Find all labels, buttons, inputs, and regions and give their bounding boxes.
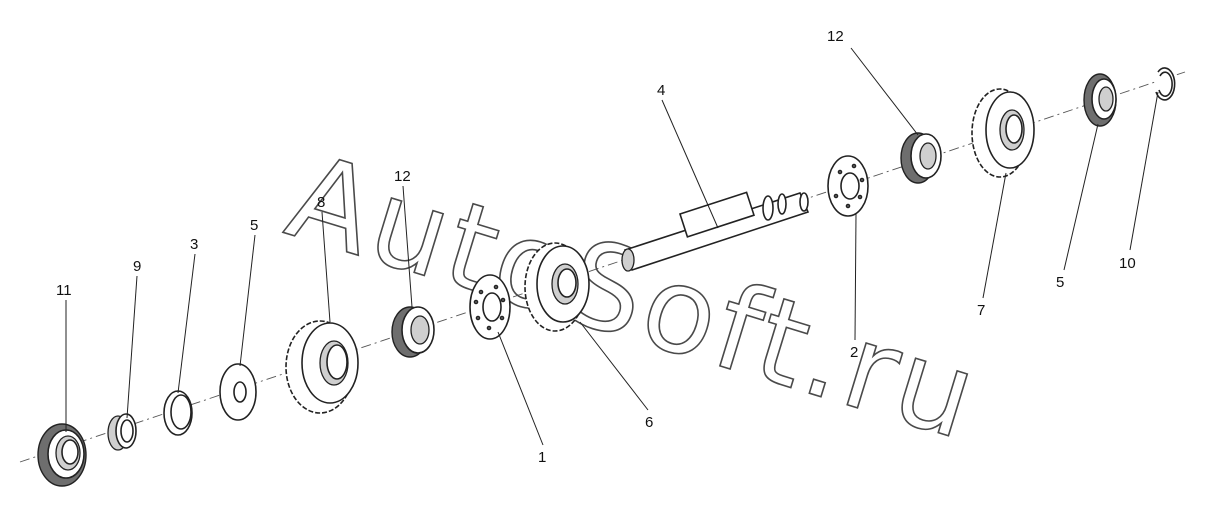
thrust-plate-part-1 [469, 274, 511, 340]
callout-12-left: 12 [394, 168, 411, 185]
callout-9: 9 [133, 258, 141, 275]
callout-5-left: 5 [250, 217, 258, 234]
bushing-part-9 [107, 413, 137, 451]
bearing-part-12-left [391, 306, 435, 358]
callout-2: 2 [850, 344, 858, 361]
ring-part-3 [163, 390, 193, 436]
callout-10: 10 [1119, 255, 1136, 272]
bearing-part-12-right [900, 132, 942, 184]
callout-6: 6 [645, 414, 653, 431]
bearing-part-11 [37, 423, 87, 487]
gear-part-7 [971, 88, 1035, 178]
leader-lines [65, 47, 1159, 446]
callout-4: 4 [657, 82, 665, 99]
callout-5-right: 5 [1056, 274, 1064, 291]
gear-part-6 [524, 242, 590, 332]
thrust-plate-part-2 [827, 155, 869, 217]
seal-part-5-right [1083, 73, 1117, 127]
snap-ring-part-10 [1155, 67, 1176, 101]
callout-1: 1 [538, 449, 546, 466]
callout-11: 11 [56, 282, 72, 299]
gear-part-8 [285, 320, 359, 414]
washer-part-5-left [219, 363, 257, 421]
callout-7: 7 [977, 302, 985, 319]
callout-3: 3 [190, 236, 198, 253]
shaft-part-4 [621, 191, 810, 272]
callout-12-right: 12 [827, 28, 844, 45]
watermark: AutoSoft.ru [274, 127, 995, 467]
callout-8: 8 [317, 194, 325, 211]
